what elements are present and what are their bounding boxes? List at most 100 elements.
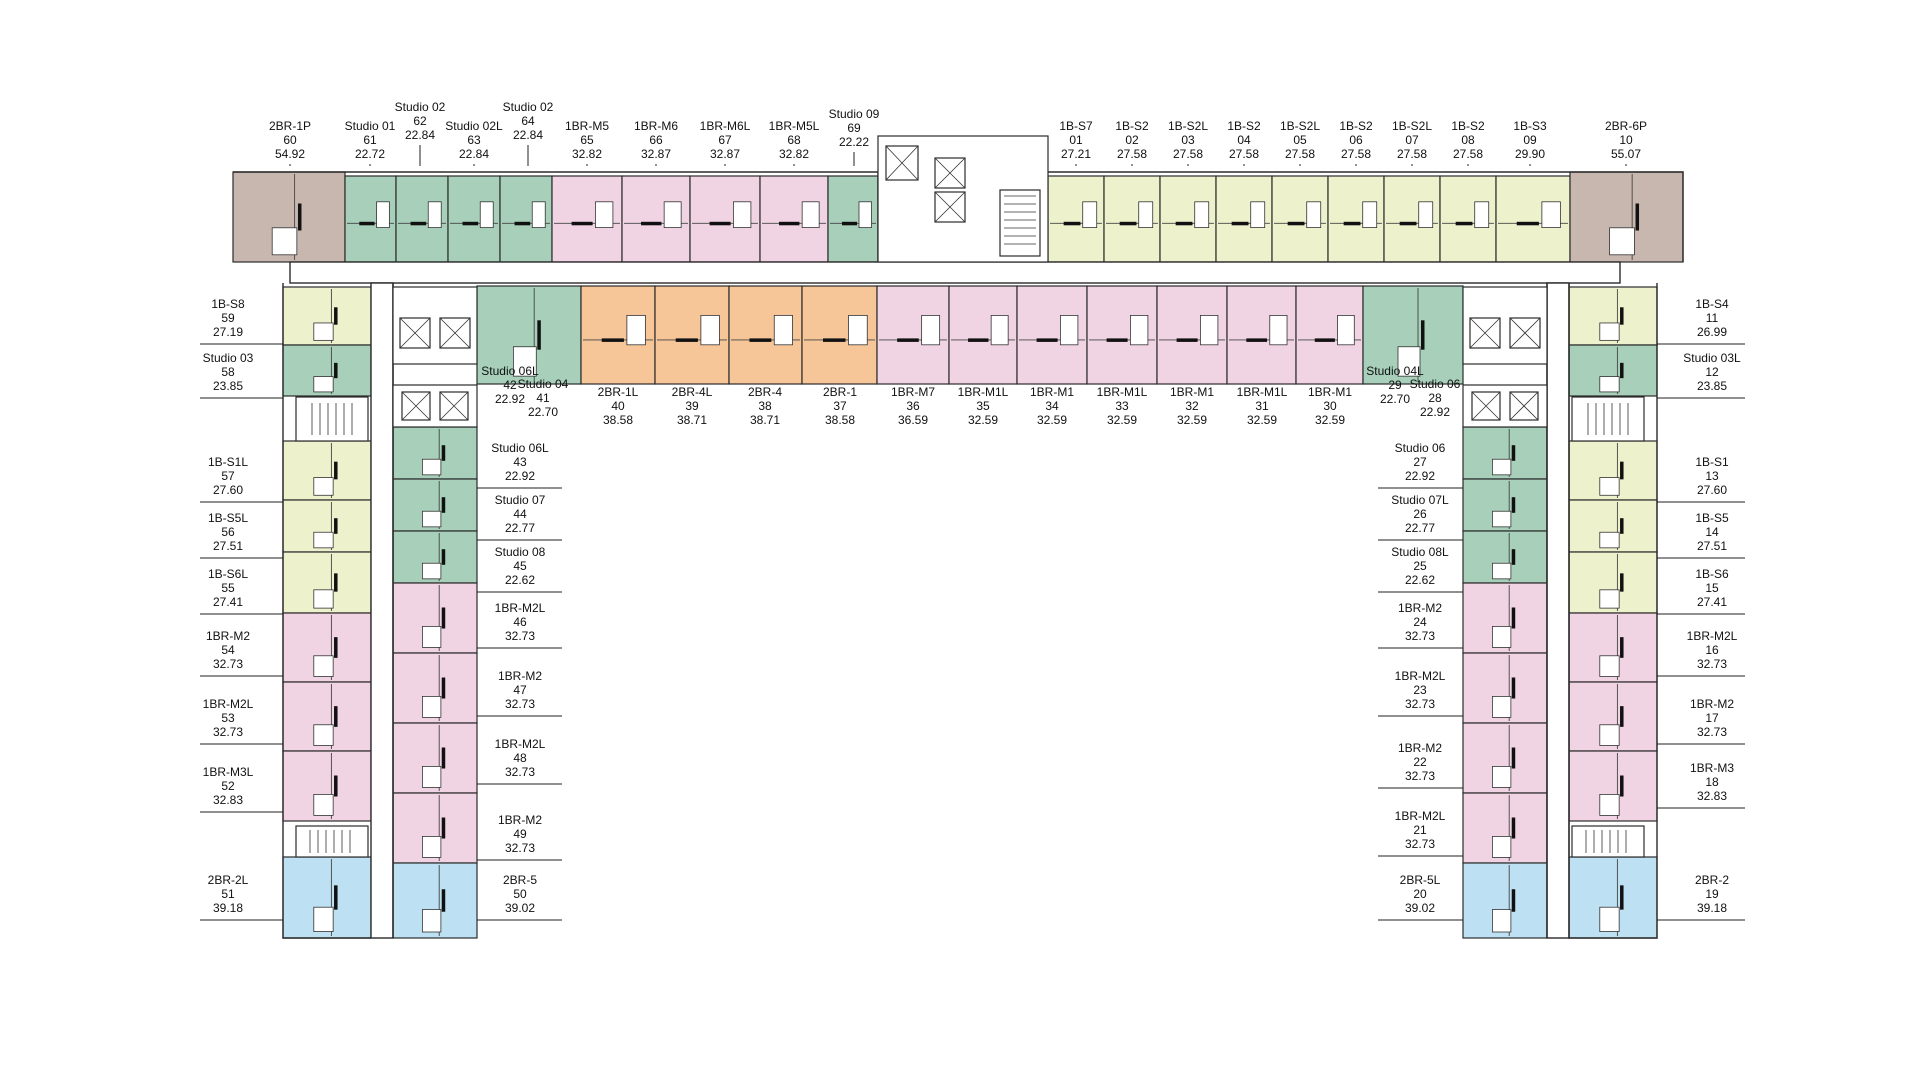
label-line: 32.87 xyxy=(710,147,740,161)
label-line: 41 xyxy=(536,391,550,405)
unit-52[interactable] xyxy=(282,750,372,822)
unit-04[interactable] xyxy=(1215,175,1273,263)
unit-36[interactable] xyxy=(876,285,950,385)
unit-12[interactable] xyxy=(1568,344,1658,397)
unit-24[interactable] xyxy=(1462,582,1548,654)
toilet-icon xyxy=(1599,322,1620,341)
unit-16[interactable] xyxy=(1568,612,1658,683)
unit-34[interactable] xyxy=(1016,285,1088,385)
unit-08[interactable] xyxy=(1439,175,1497,263)
unit-26[interactable] xyxy=(1462,478,1548,532)
unit-29[interactable] xyxy=(1362,285,1464,385)
label-line: 1BR-M2 xyxy=(1398,601,1442,615)
label-line: 44 xyxy=(513,507,527,521)
unit-23[interactable] xyxy=(1462,652,1548,724)
unit-11[interactable] xyxy=(1568,286,1658,346)
unit-55[interactable] xyxy=(282,551,372,614)
unit-45[interactable] xyxy=(392,530,478,584)
unit-37[interactable] xyxy=(801,285,878,385)
unit-51[interactable] xyxy=(282,856,372,939)
unit-14[interactable] xyxy=(1568,499,1658,553)
door-icon xyxy=(1511,677,1516,699)
toilet-icon xyxy=(1599,477,1620,496)
door-icon xyxy=(571,221,593,226)
unit-15[interactable] xyxy=(1568,551,1658,614)
label-line: 1BR-M2 xyxy=(498,813,542,827)
label-line: 1BR-M2 xyxy=(206,629,250,643)
unit-39[interactable] xyxy=(654,285,730,385)
unit-07[interactable] xyxy=(1383,175,1441,263)
unit-06[interactable] xyxy=(1327,175,1385,263)
unit-69[interactable] xyxy=(827,175,879,263)
unit-01[interactable] xyxy=(1047,175,1105,263)
label-line: 05 xyxy=(1293,133,1307,147)
unit-33[interactable] xyxy=(1086,285,1158,385)
unit-03[interactable] xyxy=(1159,175,1217,263)
label-line: 1BR-M2L xyxy=(495,601,546,615)
label-line: 27.58 xyxy=(1173,147,1203,161)
unit-09[interactable] xyxy=(1495,175,1571,263)
unit-50[interactable] xyxy=(392,862,478,939)
unit-44[interactable] xyxy=(392,478,478,532)
lift-icon xyxy=(401,391,431,421)
unit-27[interactable] xyxy=(1462,426,1548,480)
label-line: 18 xyxy=(1705,775,1719,789)
unit-31[interactable] xyxy=(1226,285,1297,385)
unit-42[interactable] xyxy=(476,285,582,385)
unit-54[interactable] xyxy=(282,612,372,683)
unit-60[interactable] xyxy=(232,171,346,263)
unit-17[interactable] xyxy=(1568,681,1658,752)
unit-48[interactable] xyxy=(392,722,478,794)
label-line: 32.59 xyxy=(1315,413,1345,427)
label-line: 36 xyxy=(906,399,920,413)
unit-53[interactable] xyxy=(282,681,372,752)
unit-65[interactable] xyxy=(551,175,623,263)
unit-49[interactable] xyxy=(392,792,478,864)
unit-19[interactable] xyxy=(1568,856,1658,939)
unit-40[interactable] xyxy=(580,285,656,385)
unit-35[interactable] xyxy=(948,285,1018,385)
unit-59[interactable] xyxy=(282,286,372,346)
unit-20[interactable] xyxy=(1462,862,1548,939)
unit-05[interactable] xyxy=(1271,175,1329,263)
unit-25[interactable] xyxy=(1462,530,1548,584)
unit-57[interactable] xyxy=(282,440,372,501)
label-line: 38.58 xyxy=(825,413,855,427)
unit-43[interactable] xyxy=(392,426,478,480)
unit-62[interactable] xyxy=(395,175,449,263)
label-line: 1B-S2 xyxy=(1339,119,1373,133)
door-icon xyxy=(441,677,446,699)
unit-64[interactable] xyxy=(499,175,553,263)
unit-63[interactable] xyxy=(447,175,501,263)
unit-30[interactable] xyxy=(1295,285,1364,385)
door-icon xyxy=(749,338,772,342)
label-line: 22.92 xyxy=(505,469,535,483)
unit-02[interactable] xyxy=(1103,175,1161,263)
label-line: 54.92 xyxy=(275,147,305,161)
unit-68[interactable] xyxy=(759,175,829,263)
unit-32[interactable] xyxy=(1156,285,1228,385)
unit-58[interactable] xyxy=(282,344,372,397)
label-line: 22.92 xyxy=(1420,405,1450,419)
unit-22[interactable] xyxy=(1462,722,1548,794)
label-line: 31 xyxy=(1255,399,1269,413)
unit-47[interactable] xyxy=(392,652,478,724)
lift-icon xyxy=(934,157,966,189)
unit-67[interactable] xyxy=(689,175,761,263)
door-icon xyxy=(779,221,800,226)
unit-46[interactable] xyxy=(392,582,478,654)
unit-18[interactable] xyxy=(1568,750,1658,822)
door-icon xyxy=(1620,307,1624,325)
unit-10[interactable] xyxy=(1569,171,1684,263)
unit-66[interactable] xyxy=(621,175,691,263)
unit-13[interactable] xyxy=(1568,440,1658,501)
unit-38[interactable] xyxy=(728,285,803,385)
unit-21[interactable] xyxy=(1462,792,1548,864)
unit-56[interactable] xyxy=(282,499,372,553)
door-icon xyxy=(823,338,846,342)
toilet-icon xyxy=(1492,696,1512,718)
label-line: 35 xyxy=(976,399,990,413)
unit-61[interactable] xyxy=(344,175,397,263)
